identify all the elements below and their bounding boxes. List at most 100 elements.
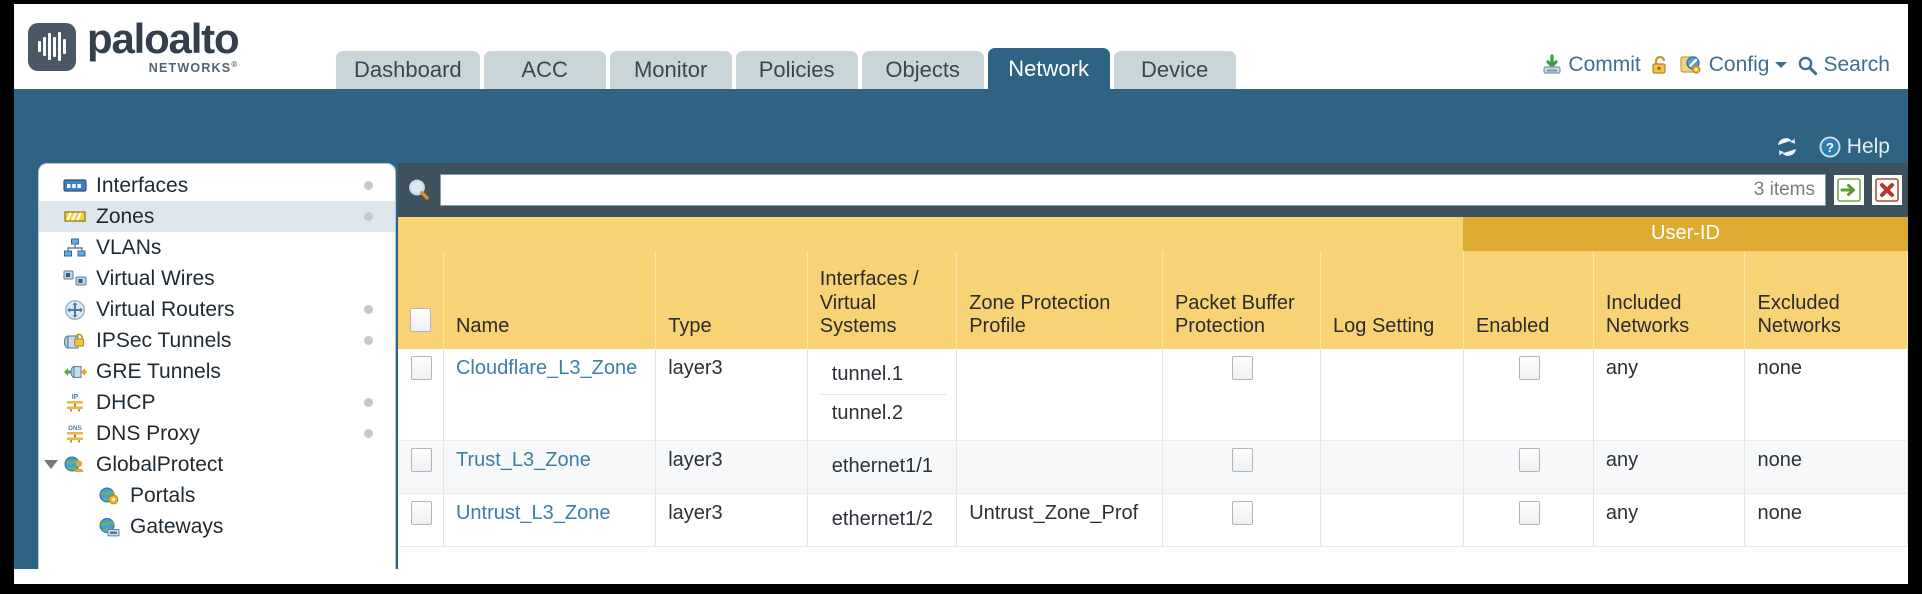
sidebar-label: VLANs <box>96 235 162 259</box>
table-row[interactable]: Untrust_L3_Zone layer3 ethernet1/2 Untru… <box>398 493 1908 547</box>
sidebar-item-portals[interactable]: Portals <box>39 480 395 511</box>
userid-enabled-checkbox[interactable] <box>1518 356 1540 380</box>
sidebar-item-dns-proxy[interactable]: DNS DNS Proxy <box>39 418 395 449</box>
userid-enabled-checkbox[interactable] <box>1518 448 1540 472</box>
packet-buffer-protection-checkbox[interactable] <box>1231 356 1253 380</box>
row-select-cell[interactable] <box>398 349 444 441</box>
sidebar-item-globalprotect[interactable]: GlobalProtect <box>39 449 395 480</box>
cell-name[interactable]: Untrust_L3_Zone <box>443 493 657 547</box>
help-button[interactable]: ? Help <box>1818 135 1890 159</box>
tab-acc[interactable]: ACC <box>483 51 606 89</box>
sidebar-status-dot <box>364 398 373 407</box>
brand-name: paloalto <box>87 14 240 62</box>
magnifier-icon <box>1797 55 1818 76</box>
cell-userid-enabled[interactable] <box>1463 349 1594 441</box>
column-header-interfaces[interactable]: Interfaces / Virtual Systems <box>807 251 958 349</box>
sidebar-item-gre-tunnels[interactable]: GRE Tunnels <box>39 356 395 387</box>
search-field-wrapper[interactable]: 3 items <box>440 174 1826 206</box>
zone-name-link[interactable]: Cloudflare_L3_Zone <box>455 357 638 379</box>
column-header-excluded-networks[interactable]: Excluded Networks <box>1744 251 1908 349</box>
group-header-spacer <box>398 217 1464 251</box>
zone-name-link[interactable]: Untrust_L3_Zone <box>455 502 611 524</box>
cell-excluded-networks: none <box>1744 440 1908 494</box>
tab-objects[interactable]: Objects <box>861 51 984 89</box>
cell-interfaces: ethernet1/2 <box>807 493 958 547</box>
commit-button[interactable]: Commit <box>1541 53 1641 77</box>
row-checkbox[interactable] <box>410 448 432 472</box>
magnifier-icon[interactable] <box>406 177 432 203</box>
refresh-icon[interactable] <box>1774 135 1800 159</box>
cell-name[interactable]: Trust_L3_Zone <box>443 440 657 494</box>
row-checkbox[interactable] <box>410 501 432 525</box>
packet-buffer-protection-checkbox[interactable] <box>1231 501 1253 525</box>
search-label: Search <box>1823 53 1890 76</box>
interface-entry: ethernet1/1 <box>831 455 933 477</box>
filter-toolbar: 3 items <box>398 163 1908 217</box>
cell-log-setting <box>1320 493 1464 547</box>
column-header-name[interactable]: Name <box>443 251 657 349</box>
tab-monitor[interactable]: Monitor <box>609 51 732 89</box>
clear-filter-button[interactable] <box>1872 175 1902 205</box>
ipsec-tunnels-icon <box>61 331 89 351</box>
group-header-row: User-ID <box>398 217 1908 251</box>
column-header-enabled[interactable]: Enabled <box>1463 251 1594 349</box>
column-header-zone-protection-profile[interactable]: Zone Protection Profile <box>956 251 1163 349</box>
sidebar-item-gateways[interactable]: Gateways <box>39 511 395 542</box>
tab-dashboard[interactable]: Dashboard <box>336 51 480 89</box>
cell-type: layer3 <box>655 440 808 494</box>
sidebar-item-zones[interactable]: Zones <box>39 201 395 232</box>
sidebar-item-vlans[interactable]: VLANs <box>39 232 395 263</box>
expand-caret-icon[interactable] <box>44 460 58 469</box>
sidebar-item-virtual-routers[interactable]: Virtual Routers <box>39 294 395 325</box>
search-button[interactable]: Search <box>1797 53 1890 77</box>
zone-name-link[interactable]: Trust_L3_Zone <box>455 449 591 471</box>
sidebar-item-ipsec-tunnels[interactable]: IPSec Tunnels <box>39 325 395 356</box>
vlans-icon <box>61 238 89 258</box>
cell-packet-buffer-protection[interactable] <box>1162 349 1322 441</box>
table-row[interactable]: Cloudflare_L3_Zone layer3 tunnel.1 tunne… <box>398 349 1908 441</box>
column-header-type[interactable]: Type <box>655 251 808 349</box>
tab-policies[interactable]: Policies <box>735 51 858 89</box>
apply-filter-button[interactable] <box>1834 175 1864 205</box>
sidebar-label: Interfaces <box>96 173 189 197</box>
config-dropdown[interactable]: Config <box>1680 53 1789 77</box>
tab-network[interactable]: Network <box>987 48 1110 89</box>
cell-type: layer3 <box>655 349 808 441</box>
userid-enabled-checkbox[interactable] <box>1518 501 1540 525</box>
row-select-cell[interactable] <box>398 493 444 547</box>
padlock-icon[interactable] <box>1650 54 1671 76</box>
svg-text:IP: IP <box>72 394 79 401</box>
tab-device[interactable]: Device <box>1113 51 1236 89</box>
virtual-wires-icon <box>61 269 89 288</box>
row-select-cell[interactable] <box>398 440 444 494</box>
sidebar-label: IPSec Tunnels <box>96 328 232 352</box>
cell-packet-buffer-protection[interactable] <box>1162 493 1322 547</box>
sidebar-label: Zones <box>96 204 155 228</box>
zones-icon <box>61 208 89 226</box>
interface-entry: tunnel.2 <box>831 402 903 424</box>
portals-icon <box>95 485 123 507</box>
column-header-included-networks[interactable]: Included Networks <box>1593 251 1746 349</box>
cell-name[interactable]: Cloudflare_L3_Zone <box>443 349 657 441</box>
cell-log-setting <box>1320 349 1464 441</box>
sidebar-status-dot <box>364 212 373 221</box>
cell-userid-enabled[interactable] <box>1463 440 1594 494</box>
select-all-header[interactable] <box>398 251 444 349</box>
column-header-packet-buffer-protection[interactable]: Packet Buffer Protection <box>1162 251 1322 349</box>
row-checkbox[interactable] <box>410 356 432 380</box>
search-input[interactable] <box>451 178 1744 202</box>
group-header-user-id: User-ID <box>1463 217 1908 251</box>
column-header-log-setting[interactable]: Log Setting <box>1320 251 1464 349</box>
packet-buffer-protection-checkbox[interactable] <box>1231 448 1253 472</box>
sidebar-item-dhcp[interactable]: IP DHCP <box>39 387 395 418</box>
cell-excluded-networks: none <box>1744 349 1908 441</box>
select-all-checkbox[interactable] <box>409 308 431 333</box>
table-row[interactable]: Trust_L3_Zone layer3 ethernet1/1 <box>398 440 1908 494</box>
cell-included-networks: any <box>1593 493 1746 547</box>
cell-userid-enabled[interactable] <box>1463 493 1594 547</box>
sidebar-item-virtual-wires[interactable]: Virtual Wires <box>39 263 395 294</box>
cell-packet-buffer-protection[interactable] <box>1162 440 1322 494</box>
sidebar-item-interfaces[interactable]: Interfaces <box>39 170 395 201</box>
cell-log-setting <box>1320 440 1464 494</box>
